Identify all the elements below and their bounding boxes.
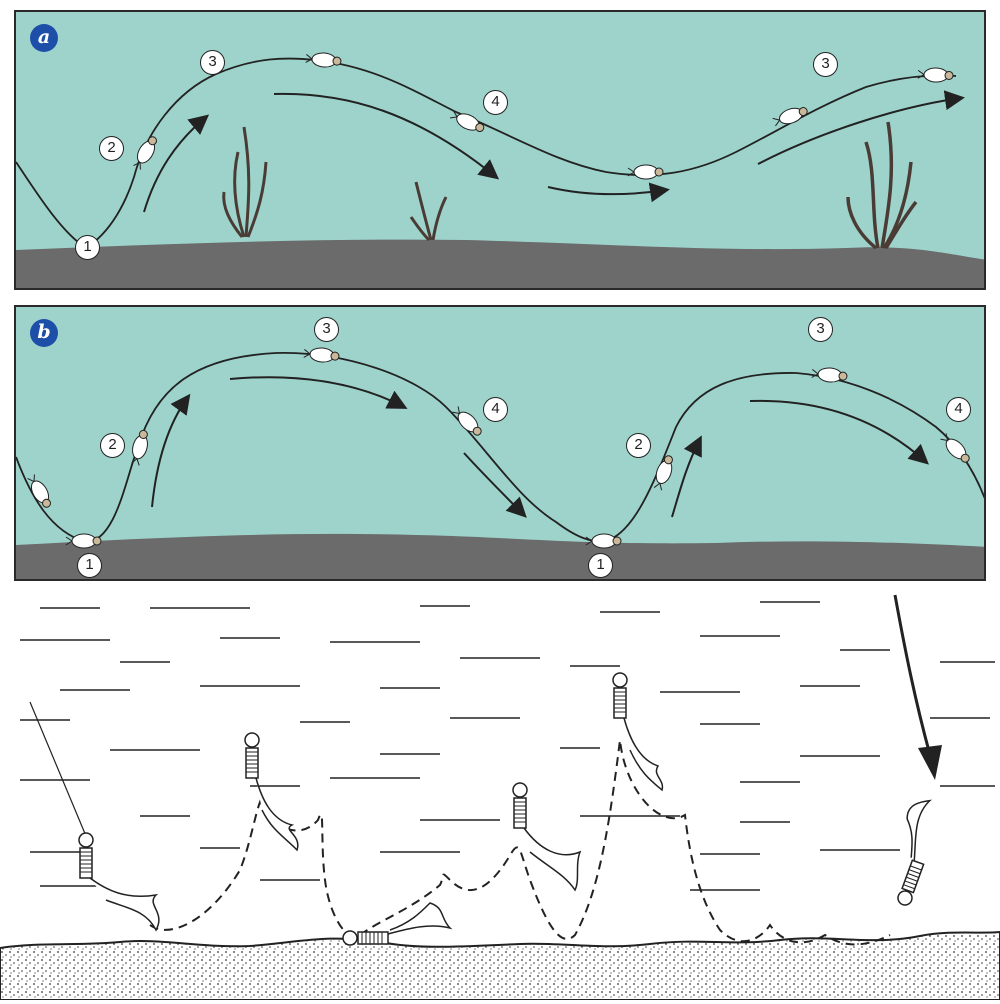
- step-marker: 3: [314, 317, 339, 342]
- jig-lure-icon: [612, 672, 664, 792]
- weed-icon: [409, 181, 448, 242]
- step-marker: 4: [946, 397, 971, 422]
- jig-lure-icon: [653, 455, 673, 491]
- weed-icon: [222, 126, 268, 238]
- step-marker: 4: [483, 397, 508, 422]
- seabed-b: [16, 533, 984, 579]
- water-lines: [20, 601, 995, 891]
- panel-a-drawing: [16, 52, 984, 288]
- weed-icon: [846, 121, 918, 250]
- jig-lure-icon: [917, 67, 954, 83]
- jig-lure-icon: [305, 52, 342, 68]
- jig-lure-icon: [27, 474, 51, 508]
- step-marker: 1: [77, 553, 102, 578]
- lure-trajectory: [149, 739, 891, 946]
- jig-lure-icon: [811, 367, 848, 383]
- panel-b-badge: b: [30, 319, 58, 347]
- jig-lure-icon: [244, 732, 299, 852]
- arrow-down-icon: [893, 594, 942, 780]
- jig-lure-icon: [772, 107, 808, 127]
- bottom-drawing: [0, 594, 1000, 1001]
- jig-lure-icon: [449, 110, 485, 132]
- jig-lure-icon: [940, 433, 970, 463]
- step-marker: 1: [75, 235, 100, 260]
- jig-lure-icon: [133, 136, 157, 170]
- fishing-line-icon: [29, 701, 87, 837]
- step-marker: 3: [808, 317, 833, 342]
- jig-lure-icon: [342, 902, 453, 946]
- jig-lure-icon: [512, 782, 582, 892]
- bottom-illustration: [0, 590, 1000, 1001]
- lure-path-a: [16, 57, 957, 250]
- jig-lure-icon: [78, 832, 160, 932]
- step-marker: 1: [588, 553, 613, 578]
- jig-lure-icon: [303, 347, 340, 363]
- seabed-sand: [0, 930, 1000, 1001]
- motion-arrows-a: [143, 90, 965, 213]
- seabed-a: [16, 239, 984, 288]
- step-marker: 2: [99, 136, 124, 161]
- step-marker: 2: [626, 433, 651, 458]
- jig-lure-icon: [627, 164, 664, 180]
- panel-a-badge: a: [30, 24, 58, 52]
- panel-b: b 1 2 3 4 1 2 3 4: [14, 305, 986, 581]
- lure-path-b: [16, 352, 984, 543]
- panel-a: a 1 2 3 4 3: [14, 10, 986, 290]
- step-marker: 3: [813, 52, 838, 77]
- motion-arrows-b: [151, 376, 929, 518]
- jig-lure-icon: [452, 406, 482, 436]
- step-marker: 3: [200, 50, 225, 75]
- jig-lure-icon: [585, 533, 622, 549]
- panel-b-drawing: [16, 347, 984, 579]
- jig-lure-icon: [65, 533, 102, 549]
- jig-lure-icon: [131, 429, 148, 466]
- jig-lure-icon: [897, 799, 932, 906]
- step-marker: 2: [100, 433, 125, 458]
- step-marker: 4: [483, 90, 508, 115]
